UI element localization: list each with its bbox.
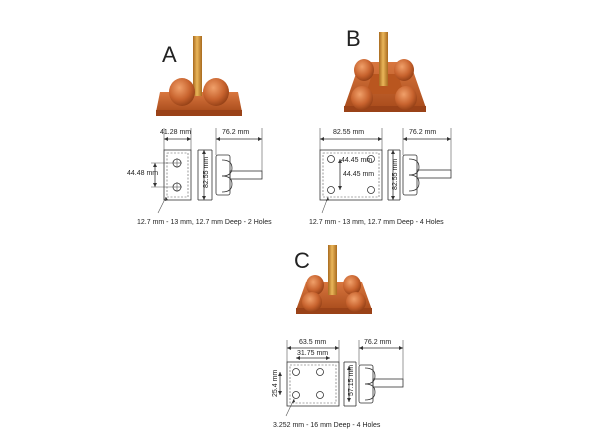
variant-c-side-rod — [372, 378, 404, 388]
variant-a-photo — [156, 36, 242, 116]
variant-b-rod — [379, 32, 388, 86]
variant-b-hole-4 — [367, 186, 375, 194]
variant-c: C 63.5 mm 31.75 mm — [272, 245, 404, 429]
variant-c-drawing: 63.5 mm 31.75 mm 25.4 mm 57.15 mm — [272, 339, 404, 429]
variant-a-dome-left — [169, 78, 195, 106]
variant-a-letter: A — [162, 42, 177, 67]
variant-b-dome-3 — [351, 86, 373, 110]
variant-c-inner-width-label: 31.75 mm — [297, 350, 328, 357]
variant-a-rod-label: 76.2 mm — [222, 129, 249, 136]
variant-b-hole-2 — [367, 155, 375, 163]
variant-b-dome-1 — [354, 59, 374, 81]
variant-c-dome-3 — [302, 292, 322, 312]
variant-a-width-label: 41.28 mm — [160, 129, 191, 136]
variant-b-plate-edge — [344, 106, 426, 112]
variant-c-photo — [296, 245, 372, 314]
variant-b-hole-3 — [327, 186, 335, 194]
variant-c-dome-4 — [346, 292, 366, 312]
variant-c-height-label: 25.4 mm — [272, 370, 279, 397]
variant-b-photo — [344, 32, 426, 112]
variant-b-side-label: 82.55 mm — [392, 159, 399, 190]
variant-a: A 41.28 mm 44.48 mm — [127, 36, 272, 226]
variant-b-side-rod — [416, 169, 452, 179]
variant-a-plate-edge — [156, 110, 242, 116]
variant-a-dome-right — [203, 78, 229, 106]
variant-c-front-outline — [286, 361, 340, 407]
variant-c-letter: C — [294, 248, 310, 273]
variant-c-hole-3 — [292, 391, 300, 399]
variant-b-dome-2 — [394, 59, 414, 81]
variant-c-dome-2 — [343, 275, 361, 295]
variant-c-plate-edge — [296, 308, 372, 314]
variant-b: B 82.55 mm 44.45 mm 44.4 — [309, 26, 452, 226]
variant-c-dome-1 — [306, 275, 324, 295]
variant-c-rod — [328, 245, 337, 295]
variant-a-rod — [193, 36, 202, 96]
variant-b-hole-1 — [327, 155, 335, 163]
variant-b-width-label: 82.55 mm — [333, 129, 364, 136]
variant-b-dome-4 — [395, 86, 417, 110]
variant-c-hole-1 — [292, 368, 300, 376]
variant-a-note: 12.7 mm - 13 mm, 12.7 mm Deep - 2 Holes — [137, 219, 272, 226]
variant-c-hole-4 — [316, 391, 324, 399]
variant-a-height-label: 44.48 mm — [127, 170, 158, 177]
variant-b-inner-label-1: 44.45 mm — [341, 157, 372, 164]
variant-b-rod-label: 76.2 mm — [409, 129, 436, 136]
variant-b-note: 12.7 mm - 13 mm, 12.7 mm Deep - 4 Holes — [309, 219, 444, 226]
variant-a-drawing: 41.28 mm 44.48 mm 82.55 mm — [127, 128, 272, 226]
variant-b-inner-label-2: 44.45 mm — [343, 171, 374, 178]
variant-c-hole-2 — [316, 368, 324, 376]
variant-b-front-outline — [319, 149, 383, 201]
variant-c-note: 3.252 mm - 16 mm Deep - 4 Holes — [273, 422, 381, 429]
variant-c-width-label: 63.5 mm — [299, 339, 326, 346]
variant-a-front-outline — [163, 149, 192, 201]
variant-a-side-label: 82.55 mm — [203, 157, 210, 188]
variant-c-rod-label: 76.2 mm — [364, 339, 391, 346]
variant-b-letter: B — [346, 26, 361, 51]
variant-b-drawing: 82.55 mm 44.45 mm 44.45 mm 82.55 mm — [309, 128, 452, 226]
variant-a-side-rod — [229, 170, 263, 180]
variant-c-side-label: 57.15 mm — [348, 365, 355, 396]
